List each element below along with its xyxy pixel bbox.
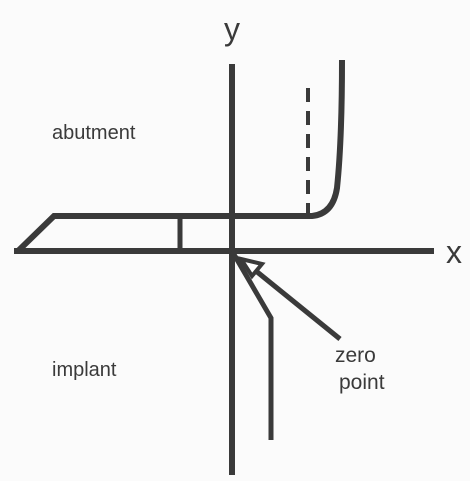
zero-point-arrow-shaft xyxy=(254,269,342,341)
x-axis-label: x xyxy=(446,234,462,270)
zero-point-label-line2: point xyxy=(339,371,385,394)
implant-label: implant xyxy=(52,359,117,381)
abutment-label: abutment xyxy=(52,122,136,144)
implant-profile-line xyxy=(229,249,274,440)
y-axis-label: y xyxy=(224,11,240,47)
zero-point-arrow-head xyxy=(236,255,266,280)
zero-point-label-line1: zero xyxy=(335,344,376,367)
abutment-profile-outline xyxy=(15,59,345,254)
